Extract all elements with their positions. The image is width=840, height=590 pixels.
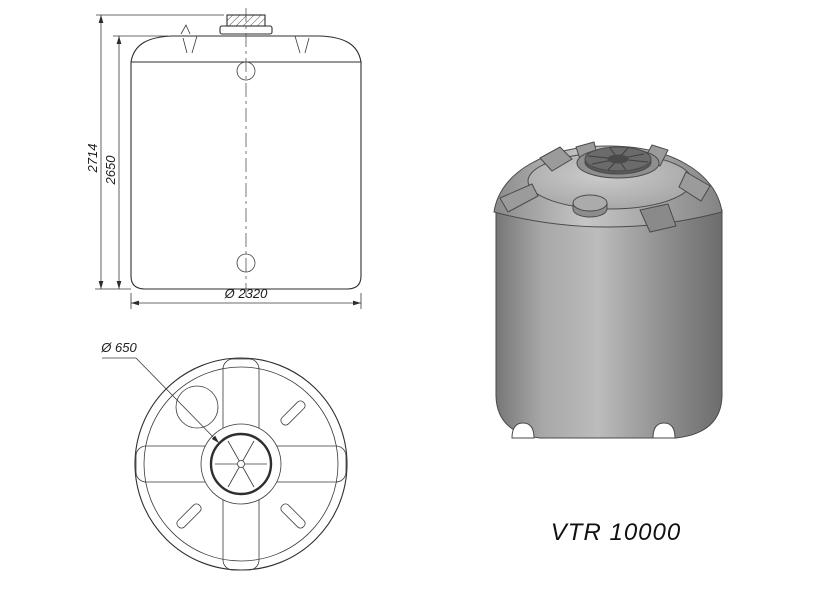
front-tank-outline: [130, 35, 362, 290]
top-manhole-propeller: [215, 440, 267, 488]
dim-diameter-label: Ø 2320: [224, 286, 268, 301]
top-fitting-circle: [175, 385, 219, 429]
iso-view: [493, 141, 723, 439]
dim-total-height-label: 2714: [85, 144, 100, 174]
dim-manhole-label: Ø 650: [100, 340, 137, 355]
top-inner-circle: [143, 366, 339, 562]
dim-body-height: 2650: [103, 35, 168, 289]
front-fitting-top: [236, 61, 256, 81]
dim-diameter: Ø 2320: [130, 286, 362, 309]
dim-body-height-label: 2650: [103, 155, 118, 186]
top-view: Ø 650: [100, 340, 348, 571]
iso-bottom-notches: [511, 422, 676, 439]
front-view: 2714 2650 Ø 2320: [85, 8, 362, 309]
front-fitting-bottom: [236, 253, 256, 273]
iso-ribs: [499, 141, 711, 233]
iso-lid: [576, 146, 660, 179]
front-dome-ribs: [180, 24, 310, 54]
dim-total-height: 2714: [85, 14, 224, 290]
top-slots: [176, 400, 306, 529]
iso-port: [572, 194, 608, 218]
iso-body: [495, 209, 723, 439]
dim-manhole: Ø 650: [100, 340, 220, 444]
model-label: VTR 10000: [551, 519, 681, 546]
